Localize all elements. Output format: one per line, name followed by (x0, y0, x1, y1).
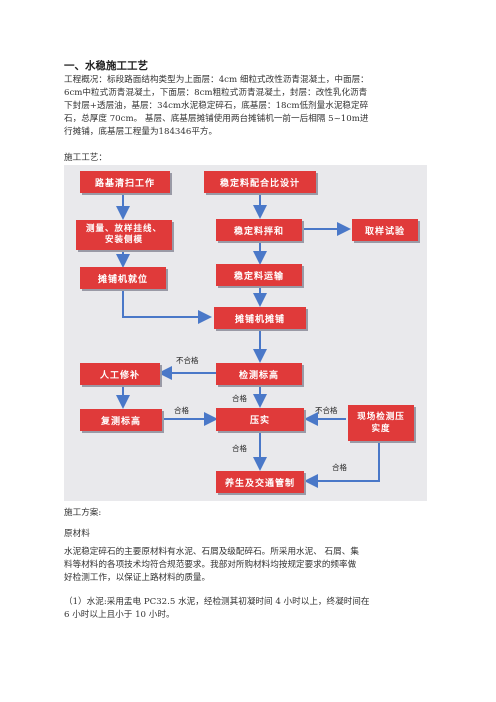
label-unqualified-field: 不合格 (315, 406, 338, 415)
node-compaction: 压实 (216, 408, 304, 431)
materials-label: 原材料 (64, 529, 90, 539)
node-paving: 摊铺机摊铺 (214, 307, 306, 329)
node-subgrade-cleaning: 路基清扫工作 (80, 171, 170, 193)
node-sampling-test: 取样试验 (352, 219, 418, 241)
label-unqualified-check: 不合格 (176, 356, 199, 365)
node-mixing: 稳定料拌和 (216, 219, 302, 241)
label-qualified-recheck: 合格 (174, 406, 189, 415)
materials-line-1: 水泥稳定碎石的主要原材料有水泥、石屑及级配碎石。所采用水泥、 石屑、集 (64, 547, 359, 557)
node-manual-repair: 人工修补 (80, 363, 160, 385)
label-qualified-compaction: 合格 (232, 444, 247, 453)
materials-line-3: 好检测工作，以保证上路材料的质量。 (64, 573, 211, 583)
plan-label: 施工方案: (64, 508, 102, 518)
node-mix-design: 稳定料配合比设计 (204, 171, 316, 193)
cement-line-1: （1）水泥:采用盂电 PC32.5 水泥，经检测其初凝时间 4 小时以上，终凝时… (64, 597, 370, 607)
node-curing-traffic-control: 养生及交通管制 (216, 471, 304, 493)
edge-fieldtest-curing (304, 441, 380, 488)
label-qualified-field: 合格 (332, 463, 347, 472)
process-flowchart: 路基清扫工作 稳定料配合比设计 测量、放样挂线、安装侧模 稳定料拌和 取样试验 … (64, 165, 427, 501)
section-heading: 一、水稳施工工艺 (64, 60, 148, 72)
node-field-compaction-test: 现场检测压实度 (348, 405, 414, 441)
flowchart-connectors (116, 193, 380, 488)
overview-line-4: 石，总厚度 70cm。 基层、底基层摊铺使用两台摊铺机一前一后相隔 5~10m进 (64, 114, 369, 124)
overview-line-1: 工程概况：标段路面结构类型为上面层：4cm 细粒式改性沥青混凝土，中面层： (64, 75, 369, 85)
node-transport: 稳定料运输 (216, 264, 302, 286)
process-label: 施工工艺： (64, 153, 107, 163)
materials-line-2: 料等材料的各项技术均符合规范要求。我部对所购材料均按规定要求的频率做 (64, 560, 357, 570)
overview-line-5: 行摊铺，底基层工程量为184346平方。 (64, 127, 218, 137)
node-paver-positioning: 摊铺机就位 (80, 267, 166, 289)
cement-line-2: 6 小时以上且小于 10 小时。 (64, 610, 175, 620)
node-check-elevation: 检测标高 (216, 363, 302, 385)
overview-line-3: 下封层+透层油，基层：34cm水泥稳定碎石，底基层：18cm低剂量水泥稳定碎 (64, 101, 369, 111)
edge-paver-paving (122, 288, 212, 324)
label-qualified-check: 合格 (232, 394, 247, 403)
overview-line-2: 6cm中粒式沥青混凝土，下面层：8cm粗粒式沥青混凝土，封层：改性乳化沥青 (64, 88, 368, 98)
node-recheck-elevation: 复测标高 (80, 409, 162, 431)
node-survey-layout: 测量、放样挂线、安装侧模 (76, 220, 172, 250)
